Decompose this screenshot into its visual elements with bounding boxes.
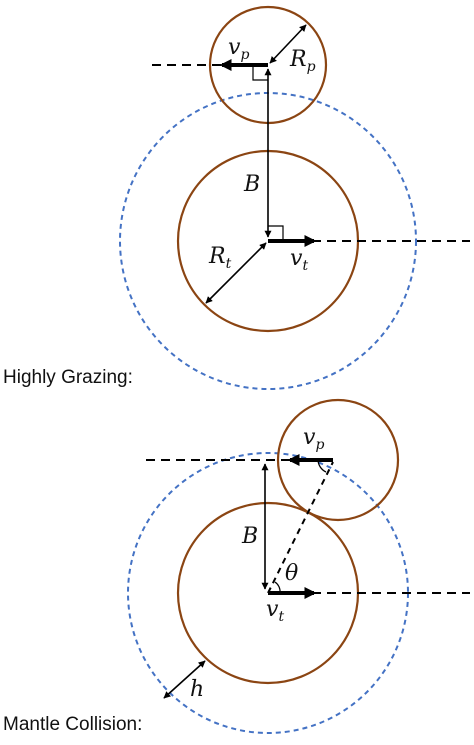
right-angle-mark-top (252, 65, 268, 81)
impact-angle-label: θ (285, 561, 298, 586)
center-connecting-line (267, 461, 334, 594)
impact-parameter-label: B (243, 172, 260, 197)
mantle-collision-caption: Mantle Collision: (3, 714, 143, 735)
highly-grazing-caption: Highly Grazing: (3, 367, 133, 388)
highly-grazing-diagram: vp Rp B Rt vt (119, 5, 470, 390)
projectile-body (276, 398, 400, 522)
projectile-radius-label: Rp (289, 47, 316, 75)
target-velocity-label: vt (266, 597, 284, 625)
target-radius-arrow (205, 242, 267, 304)
target-velocity-label: vt (290, 246, 308, 274)
mantle-thickness-arrow (163, 660, 206, 699)
projectile-velocity-label: vp (303, 425, 324, 453)
projectile-velocity-label: vp (228, 35, 249, 63)
right-angle-mark-bottom (268, 225, 284, 241)
target-radius-label: Rt (208, 244, 232, 272)
mantle-collision-diagram: vp B θ vt h (127, 398, 470, 734)
projectile-radius-arrow (269, 24, 307, 64)
impact-parameter-label: B (241, 524, 258, 549)
mantle-thickness-label: h (190, 677, 204, 702)
